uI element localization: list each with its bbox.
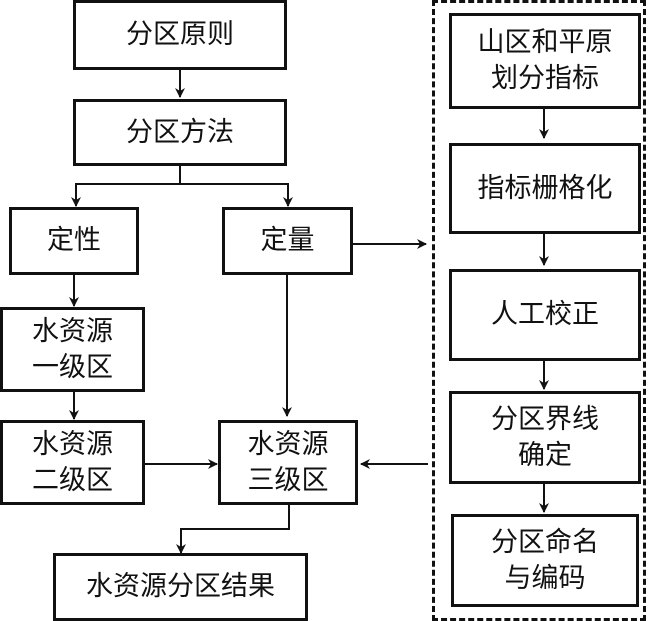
node-indicator: 山区和平原 划分指标 <box>449 13 641 109</box>
arrow-method-to-qualitative <box>71 165 181 207</box>
node-naming-label: 分区命名 与编码 <box>491 526 599 594</box>
node-qualitative-label: 定性 <box>47 225 101 256</box>
node-result: 水资源分区结果 <box>53 553 308 621</box>
node-naming: 分区命名 与编码 <box>451 514 639 607</box>
node-method-label: 分区方法 <box>126 116 234 148</box>
node-rasterize-label: 指标栅格化 <box>477 172 613 204</box>
node-result-label: 水资源分区结果 <box>86 571 275 602</box>
arrow-level3-to-result <box>176 504 290 554</box>
arrow-method-to-quantitative <box>180 183 293 207</box>
node-quantitative: 定量 <box>222 207 353 275</box>
node-level3: 水资源 三级区 <box>218 420 358 505</box>
node-indicator-label: 山区和平原 划分指标 <box>477 27 613 94</box>
node-level2: 水资源 二级区 <box>0 420 145 505</box>
node-quantitative-label: 定量 <box>260 225 315 256</box>
node-principle: 分区原则 <box>73 0 287 70</box>
node-manual-label: 人工校正 <box>491 299 599 330</box>
quantitative-process-group <box>432 0 646 621</box>
node-level2-label: 水资源 二级区 <box>32 428 113 496</box>
node-boundary: 分区界线 确定 <box>449 391 641 484</box>
node-rasterize: 指标栅格化 <box>449 143 641 234</box>
node-level1-label: 水资源 一级区 <box>32 315 113 383</box>
node-level1: 水资源 一级区 <box>0 307 145 392</box>
node-boundary-label: 分区界线 确定 <box>491 403 599 471</box>
node-method: 分区方法 <box>73 99 287 166</box>
node-principle-label: 分区原则 <box>126 19 234 50</box>
node-level3-label: 水资源 三级区 <box>247 428 329 496</box>
node-manual: 人工校正 <box>449 269 641 361</box>
node-qualitative: 定性 <box>9 207 139 275</box>
